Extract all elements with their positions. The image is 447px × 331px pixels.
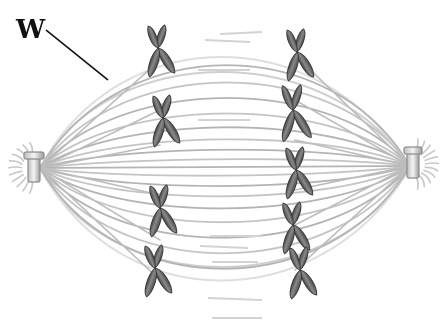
astral-ray <box>12 174 24 181</box>
label-w-leader-line <box>46 30 108 80</box>
interpolar-fiber-segment <box>200 246 248 248</box>
spindle-fiber <box>40 166 410 168</box>
interpolar-fiber-segment <box>205 40 250 42</box>
label-w-group: W <box>15 15 108 80</box>
kinetochore-fiber <box>40 168 160 240</box>
kinetochore-fiber <box>40 145 160 168</box>
interpolar-fiber-segment <box>220 32 262 34</box>
astral-ray <box>9 171 22 175</box>
right-centriole-cap <box>404 147 422 154</box>
astral-ray <box>425 163 439 164</box>
right-centrosome <box>404 147 422 178</box>
kinetochore-fiber <box>295 166 410 225</box>
kinetochore-fiber <box>40 168 160 280</box>
label-w: W <box>15 15 46 45</box>
left-centriole <box>28 156 40 182</box>
astral-ray <box>9 161 22 165</box>
left-centriole-cap <box>24 152 44 159</box>
astral-ray <box>423 170 435 177</box>
interpolar-fiber-segment <box>208 298 262 300</box>
kinetochore-fiber <box>40 60 160 168</box>
astral-ray <box>8 167 22 168</box>
astral-ray <box>425 157 438 161</box>
